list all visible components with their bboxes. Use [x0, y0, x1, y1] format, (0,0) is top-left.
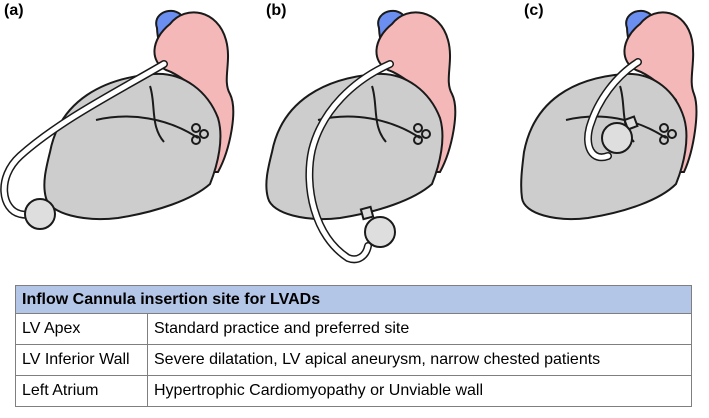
- heart-illustration-a: [0, 9, 235, 230]
- inflow-cannula: [359, 205, 375, 221]
- panel-b-inferior-wall: (b): [262, 0, 498, 270]
- septum-line: [95, 115, 199, 139]
- cannula-site-table: Inflow Cannula insertion site for LVADs …: [15, 285, 692, 407]
- ventricle: [43, 72, 222, 220]
- heart-b: [265, 9, 457, 220]
- site-cell: Left Atrium: [15, 375, 148, 407]
- heart-c: [520, 9, 698, 220]
- pump-device: [364, 216, 396, 248]
- indication-cell: Standard practice and preferred site: [147, 313, 692, 345]
- ventricle: [265, 72, 444, 220]
- valve-rings: [413, 123, 431, 145]
- table-row: Left Atrium Hypertrophic Cardiomyopathy …: [15, 375, 692, 407]
- site-cell: LV Inferior Wall: [15, 344, 148, 376]
- panel-a-apex: (a): [0, 0, 236, 270]
- panel-c-left-atrium: (c): [520, 0, 709, 270]
- site-cell: LV Apex: [15, 313, 148, 345]
- table-title: Inflow Cannula insertion site for LVADs: [15, 285, 692, 314]
- coronary-line: [371, 85, 387, 143]
- indication-cell: Severe dilatation, LV apical aneurysm, n…: [147, 344, 692, 376]
- heart-illustration-c: [520, 9, 698, 220]
- atrium-aorta: [623, 11, 698, 173]
- valve-rings: [191, 123, 209, 145]
- table-row: LV Inferior Wall Severe dilatation, LV a…: [15, 344, 692, 376]
- septum-line: [565, 115, 667, 139]
- panel-label: (a): [4, 2, 24, 19]
- heart-illustration-b: [265, 9, 457, 264]
- pump-device: [24, 198, 56, 230]
- pump-device: [601, 122, 633, 154]
- indication-cell: Hypertrophic Cardiomyopathy or Unviable …: [147, 375, 692, 407]
- table-header-row: Inflow Cannula insertion site for LVADs: [15, 285, 692, 314]
- table-row: LV Apex Standard practice and preferred …: [15, 313, 692, 345]
- valve-rings: [659, 123, 677, 145]
- panel-label: (b): [266, 2, 287, 19]
- panel-label: (c): [524, 2, 544, 19]
- coronary-line: [149, 85, 165, 143]
